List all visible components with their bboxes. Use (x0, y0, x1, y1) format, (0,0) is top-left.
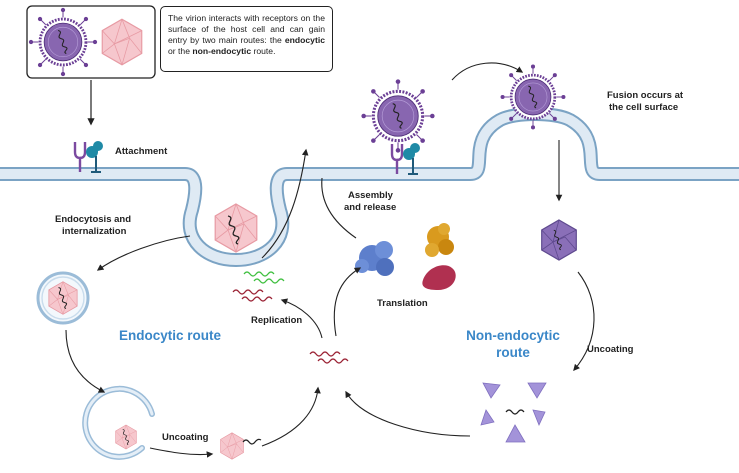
label-endocytosis-line1: Endocytosis and (55, 214, 132, 225)
endosome-icon (36, 271, 90, 325)
genome-rna-icon (309, 351, 349, 364)
protein-crimson-icon (422, 265, 456, 290)
replication-rna-icon (232, 271, 285, 302)
label-uncoating-right: Uncoating (587, 344, 634, 355)
label-replication: Replication (251, 315, 303, 326)
opening-capsid-icon (220, 432, 262, 460)
endocytosed-capsid-icon (214, 203, 258, 253)
route-endocytic: Endocytic route (118, 328, 221, 343)
fusion-virion-icon (501, 65, 566, 130)
released-capsid-icon (541, 219, 577, 261)
info-text-1: The virion interacts with receptors on t… (168, 13, 325, 45)
protein-blue-icon (355, 241, 394, 276)
label-assembly-line1: Assembly (348, 190, 393, 201)
info-textbox: The virion interacts with receptors on t… (160, 6, 333, 72)
protein-orange-icon (425, 223, 454, 257)
attached-virion-icon (361, 79, 434, 152)
label-translation: Translation (377, 298, 428, 309)
info-bold-non-endocytic: non-endocytic (192, 46, 252, 56)
label-endocytosis-line2: internalization (62, 226, 127, 237)
process-arrows (65, 62, 595, 458)
capsid-fragments-icon (480, 382, 547, 443)
info-bold-endocytic: endocytic (284, 35, 325, 45)
uncoating-vesicle-icon (82, 385, 155, 460)
label-assembly-line2: and release (344, 202, 397, 213)
info-text-2: or the (168, 46, 193, 56)
info-text-3: route. (251, 46, 276, 56)
cell-membrane (0, 107, 739, 267)
label-fusion-line1: Fusion occurs at (607, 90, 684, 101)
label-attachment: Attachment (115, 146, 168, 157)
label-uncoating-left: Uncoating (162, 432, 209, 443)
route-non-endocytic-line1: Non-endocytic (466, 328, 560, 343)
route-non-endocytic-line2: route (496, 345, 530, 360)
label-fusion-line2: the cell surface (609, 102, 679, 113)
